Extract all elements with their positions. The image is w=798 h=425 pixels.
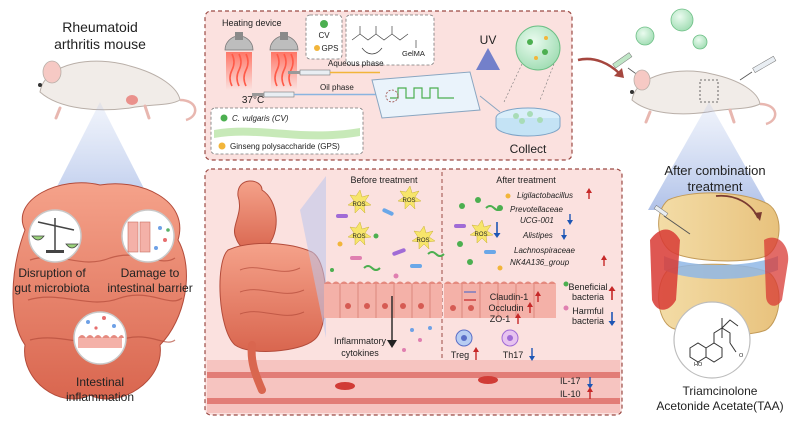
legend-gps-icon	[219, 143, 226, 150]
red-blood-cell-icon	[478, 376, 498, 384]
ros-label-before-2: ROS	[402, 198, 415, 204]
ros-label-before-1: ROS	[352, 202, 365, 208]
cv-label: CV	[318, 31, 330, 40]
left-title-line1: Rheumatoid	[62, 19, 138, 35]
oil-phase-label: Oil phase	[320, 83, 354, 92]
inflammation-label-line1: Intestinal	[76, 375, 124, 389]
petri-dish-icon	[496, 108, 560, 136]
damage-label-line1: Damage to	[121, 266, 180, 280]
claudin-label: Claudin-1	[490, 292, 529, 302]
microsphere-icon	[693, 35, 707, 49]
gps-label: GPS	[322, 44, 339, 53]
bacteria-name-1: Ligilactobacillus	[517, 191, 573, 200]
th17-label: Th17	[503, 350, 524, 360]
red-blood-cell-icon	[335, 382, 355, 390]
bacteria-name-4: Alistipes	[522, 231, 553, 240]
zo1-label: ZO-1	[490, 314, 511, 324]
microsphere-icon	[636, 27, 654, 45]
ros-label-before-4: ROS	[416, 238, 429, 244]
beneficial-label-line2: bacteria	[572, 292, 604, 302]
il10-label: IL-10	[560, 389, 581, 399]
right-column: After combination treatment HO O Triamci…	[613, 9, 789, 413]
molecule-o-label: O	[739, 353, 744, 359]
il17-label: IL-17	[560, 376, 581, 386]
harmful-label-line1: Harmful	[572, 306, 604, 316]
heating-device-label: Heating device	[222, 18, 282, 28]
heating-lamp-icon	[225, 32, 253, 90]
before-treatment-title: Before treatment	[350, 175, 418, 185]
transfer-arrow-icon	[578, 59, 620, 74]
legend-cv-icon	[221, 115, 228, 122]
bacteria-name-5: Lachnospiraceae	[514, 246, 575, 255]
molecule-ho-label: HO	[694, 362, 703, 368]
mechanism-panel: Before treatment After treatment ROS ROS…	[205, 169, 622, 415]
collect-label: Collect	[510, 142, 547, 156]
cytokines-label-line1: Inflammatory	[334, 336, 387, 346]
beneficial-label-line1: Beneficial	[568, 282, 607, 292]
microsphere-icon	[671, 9, 693, 31]
temperature-label: 37°C	[242, 95, 264, 106]
legend-gps-label: Ginseng polysaccharide (GPS)	[230, 142, 340, 151]
harmful-label-line2: bacteria	[572, 316, 604, 326]
after-treatment-title: After treatment	[496, 175, 556, 185]
cytokines-label-line2: cytokines	[341, 348, 379, 358]
combo-treatment-line1: After combination	[664, 163, 765, 178]
microbiota-balance-icon	[29, 210, 81, 262]
barrier-damage-icon	[122, 210, 174, 262]
left-column: Rheumatoid arthritis mouse	[13, 19, 195, 404]
taa-label-line1: Triamcinolone	[683, 384, 758, 398]
bacteria-name-6: NK4A136_group	[510, 258, 570, 267]
microfluidic-chip-icon	[372, 72, 480, 118]
disruption-label-line2: gut microbiota	[14, 281, 90, 295]
occludin-label: Occludin	[488, 303, 523, 313]
bacteria-name-2: Prevotellaceae	[510, 205, 563, 214]
mouse-left-icon	[38, 61, 195, 120]
damage-label-line2: intestinal barrier	[107, 281, 192, 295]
cv-dot-icon	[320, 20, 328, 28]
treg-label: Treg	[451, 350, 469, 360]
taa-molecule-icon	[674, 302, 750, 378]
uv-label: UV	[480, 33, 497, 47]
left-title-line2: arthritis mouse	[54, 36, 146, 52]
disruption-label-line1: Disruption of	[18, 266, 86, 280]
legend-cv-label: C. vulgaris (CV)	[232, 114, 289, 123]
inflammation-icon	[74, 312, 126, 364]
gps-dot-icon	[314, 45, 320, 51]
microsphere-icon	[516, 26, 560, 70]
preparation-panel: Heating device 37°C CV GPS GelMA	[205, 11, 572, 160]
gelma-label: GelMA	[402, 49, 425, 58]
inflammation-label-line2: inflammation	[66, 390, 134, 404]
taa-label-line2: Acetonide Acetate(TAA)	[656, 399, 783, 413]
heating-lamp-icon	[270, 32, 298, 90]
ros-label-before-3: ROS	[352, 234, 365, 240]
aqueous-phase-label: Aqueous phase	[328, 59, 384, 68]
combo-treatment-line2: treatment	[688, 179, 743, 194]
syringe-icon	[740, 56, 776, 80]
bacteria-name-3: UCG-001	[520, 216, 554, 225]
ros-label-after: ROS	[474, 232, 487, 238]
epithelium-before	[324, 282, 442, 319]
